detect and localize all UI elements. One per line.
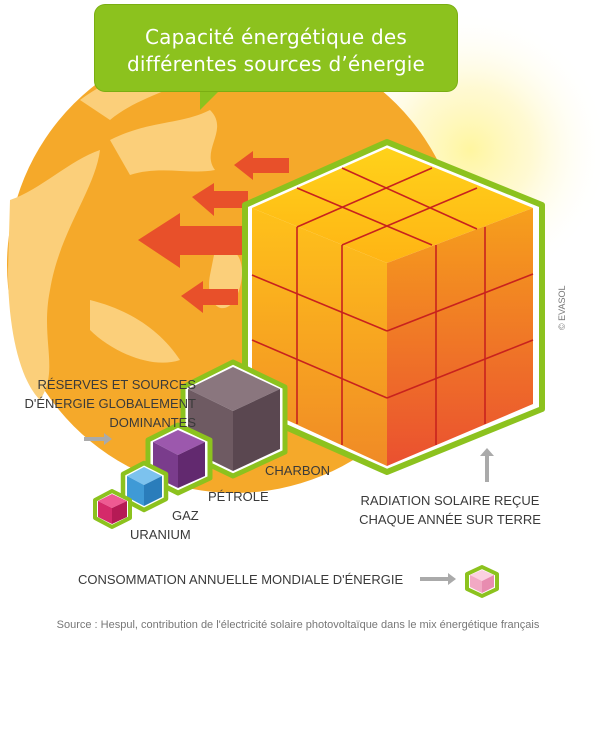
reserves-line-3: DOMINANTES: [109, 415, 196, 430]
source-note: Source : Hespul, contribution de l'élect…: [56, 619, 540, 631]
arrow-right-icon: [84, 433, 112, 445]
arrow-right-icon: [420, 573, 456, 585]
radiation-label: RADIATION SOLAIRE REÇUE CHAQUE ANNÉE SUR…: [345, 491, 555, 529]
gaz-label: GAZ: [172, 508, 199, 523]
title-banner: Capacité énergétique des différentes sou…: [95, 5, 457, 91]
pointer-arrows: [84, 433, 494, 585]
arrow-icon: [234, 151, 289, 180]
consommation-cube: [465, 565, 499, 598]
copyright: © EVASOL: [557, 285, 567, 330]
uranium-label: URANIUM: [130, 527, 191, 542]
arrow-icon: [192, 183, 248, 216]
title-line-1: Capacité énergétique des: [144, 25, 408, 49]
radiation-line-1: RADIATION SOLAIRE REÇUE: [360, 493, 540, 508]
petrole-label: PÉTROLE: [208, 489, 269, 504]
consommation-label: CONSOMMATION ANNUELLE MONDIALE D'ÉNERGIE: [78, 572, 404, 587]
reserves-line-1: RÉSERVES ET SOURCES: [37, 377, 196, 392]
title-pointer: [200, 90, 220, 110]
arrow-icon: [138, 213, 258, 268]
charbon-label: CHARBON: [265, 463, 331, 478]
reserves-label: RÉSERVES ET SOURCES D'ÉNERGIE GLOBALEMEN…: [18, 375, 196, 432]
radiation-line-2: CHAQUE ANNÉE SUR TERRE: [359, 512, 541, 527]
arrow-up-icon: [480, 448, 494, 482]
title-line-2: différentes sources d’énergie: [126, 52, 426, 76]
uranium-cube: [93, 489, 132, 529]
solar-radiation-cube: [242, 139, 545, 475]
energy-flow-arrows: [138, 151, 289, 313]
reserves-line-2: D'ÉNERGIE GLOBALEMENT: [24, 396, 196, 411]
arrow-icon: [181, 281, 238, 313]
